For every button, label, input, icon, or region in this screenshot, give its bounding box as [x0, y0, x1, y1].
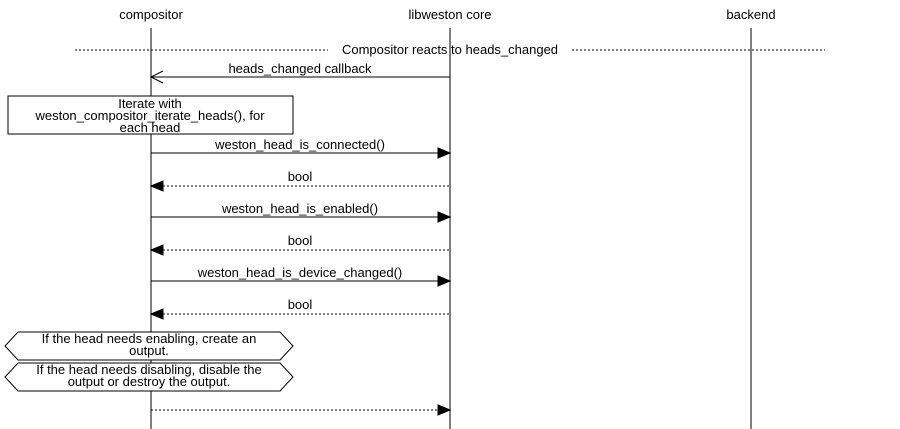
condition-disabling-line-2: output or destroy the output.: [68, 374, 231, 389]
condition-enabling-line-2: output.: [129, 343, 169, 358]
note-text-line-2: weston_compositor_iterate_heads(), for: [34, 108, 265, 123]
divider-label: Compositor reacts to heads_changed: [342, 42, 558, 57]
filled-arrowhead: [149, 308, 164, 320]
filled-arrowhead: [437, 404, 452, 416]
filled-arrowhead: [149, 244, 164, 256]
actor-label-compositor: compositor: [119, 7, 183, 22]
message-label-heads-changed-callback: heads_changed callback: [228, 61, 372, 76]
message-label-weston-head-is-enabled: weston_head_is_enabled(): [221, 201, 378, 216]
note-box: [7, 95, 294, 135]
condition-hexagon-disabling: [4, 362, 294, 392]
return-label-bool-2: bool: [288, 233, 313, 248]
condition-enabling-line-1: If the head needs enabling, create an: [42, 331, 257, 346]
condition-hexagon-enabling: [4, 331, 294, 361]
note-text-line-1: Iterate with: [118, 96, 182, 111]
message-label-weston-head-is-connected: weston_head_is_connected(): [214, 137, 385, 152]
actor-label-backend: backend: [726, 7, 775, 22]
condition-disabling-line-1: If the head needs disabling, disable the: [36, 362, 262, 377]
filled-arrowhead: [149, 180, 164, 192]
return-label-bool-1: bool: [288, 169, 313, 184]
open-arrowhead: [149, 70, 164, 84]
filled-arrowhead: [437, 211, 452, 223]
message-label-weston-head-is-device-changed: weston_head_is_device_changed(): [197, 265, 403, 280]
filled-arrowhead: [437, 275, 452, 287]
actor-label-libweston-core: libweston core: [408, 7, 491, 22]
return-label-bool-3: bool: [288, 297, 313, 312]
filled-arrowhead: [437, 147, 452, 159]
note-text-line-3: each head: [120, 120, 181, 135]
